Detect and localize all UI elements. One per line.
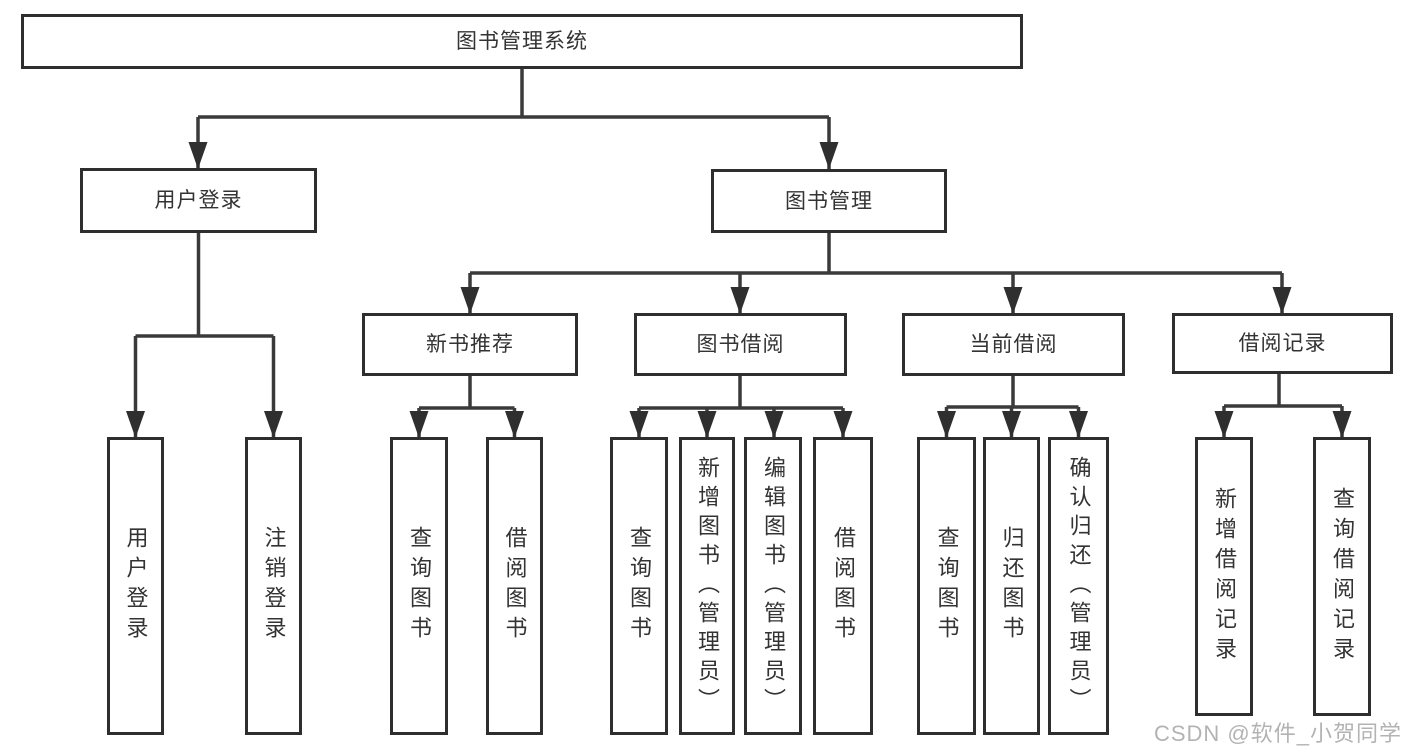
node-current-borrow: 当前借阅 xyxy=(902,313,1125,376)
node-label: 图书管理 xyxy=(785,189,873,213)
leaf-confirm-return-admin: 确认归还（管理员） xyxy=(1048,437,1109,735)
arrowhead-icon xyxy=(937,411,956,438)
arrowhead-icon xyxy=(629,411,649,438)
leaf-add-books-admin: 新增图书（管理员） xyxy=(679,437,735,735)
connector-current-borrow-group xyxy=(937,376,1088,438)
node-book-management: 图书管理 xyxy=(711,169,947,233)
leaf-label: 借阅图书 xyxy=(502,526,528,646)
arrowhead-icon xyxy=(730,287,750,314)
leaf-borrow-books: 借阅图书 xyxy=(813,437,873,735)
arrowhead-icon xyxy=(409,411,429,438)
node-label: 用户登录 xyxy=(154,189,243,212)
node-new-book-recommend: 新书推荐 xyxy=(362,313,578,376)
arrowhead-icon xyxy=(833,411,853,438)
leaf-logout: 注销登录 xyxy=(245,437,302,735)
leaf-return-books: 归还图书 xyxy=(983,437,1040,735)
node-book-borrow: 图书借阅 xyxy=(634,313,847,376)
connector-book-borrow-group xyxy=(629,376,853,438)
connector-new-book-recommend-group xyxy=(409,376,524,438)
arrowhead-icon xyxy=(697,411,717,438)
connector-borrow-records-group xyxy=(1214,374,1352,438)
leaf-query-books-current: 查询图书 xyxy=(917,437,976,735)
leaf-label: 编辑图书（管理员） xyxy=(761,455,786,717)
leaf-query-borrow-record: 查询借阅记录 xyxy=(1313,437,1371,716)
leaf-label: 查询图书 xyxy=(934,526,960,646)
leaf-label: 借阅图书 xyxy=(831,526,856,646)
node-book-management-system: 图书管理系统 xyxy=(21,14,1023,69)
leaf-label: 新增借阅记录 xyxy=(1212,486,1237,667)
arrowhead-icon xyxy=(264,411,283,438)
arrowhead-icon xyxy=(460,287,480,314)
leaf-add-borrow-record: 新增借阅记录 xyxy=(1195,437,1253,716)
node-label: 新书推荐 xyxy=(426,333,514,356)
node-borrow-records: 借阅记录 xyxy=(1172,313,1393,374)
node-label: 当前借阅 xyxy=(969,333,1058,356)
arrowhead-icon xyxy=(1002,411,1021,438)
node-label: 图书借阅 xyxy=(696,333,785,356)
leaf-user-login: 用户登录 xyxy=(107,437,164,735)
arrowhead-icon xyxy=(126,411,145,438)
connector-root-to-level2 xyxy=(188,69,839,169)
leaf-label: 归还图书 xyxy=(999,526,1025,646)
arrowhead-icon xyxy=(1214,411,1234,438)
arrowhead-icon xyxy=(505,411,524,438)
csdn-watermark: CSDN @软件_小贺同学 xyxy=(1153,721,1402,746)
arrowhead-icon xyxy=(819,142,839,169)
leaf-query-books-borrow: 查询图书 xyxy=(610,437,668,735)
leaf-label: 确认归还（管理员） xyxy=(1066,455,1092,717)
connector-user-login-group xyxy=(126,233,283,438)
leaf-edit-books-admin: 编辑图书（管理员） xyxy=(744,437,802,735)
leaf-borrow-books-recommend: 借阅图书 xyxy=(486,437,543,735)
leaf-label: 新增图书（管理员） xyxy=(695,455,720,717)
arrowhead-icon xyxy=(1003,287,1023,314)
leaf-label: 用户登录 xyxy=(123,526,149,646)
arrowhead-icon xyxy=(188,142,208,169)
leaf-label: 查询图书 xyxy=(407,526,432,646)
arrowhead-icon xyxy=(764,411,784,438)
connector-book-management-to-level3 xyxy=(460,233,1292,314)
leaf-label: 查询图书 xyxy=(627,526,652,646)
node-label: 借阅记录 xyxy=(1238,332,1327,355)
leaf-query-books-recommend: 查询图书 xyxy=(390,437,448,735)
leaf-label: 注销登录 xyxy=(261,526,287,646)
arrowhead-icon xyxy=(1069,411,1088,438)
node-user-login: 用户登录 xyxy=(80,168,317,233)
arrowhead-icon xyxy=(1272,287,1292,314)
leaf-label: 查询借阅记录 xyxy=(1330,486,1355,667)
arrowhead-icon xyxy=(1332,411,1352,438)
node-label: 图书管理系统 xyxy=(456,30,588,53)
